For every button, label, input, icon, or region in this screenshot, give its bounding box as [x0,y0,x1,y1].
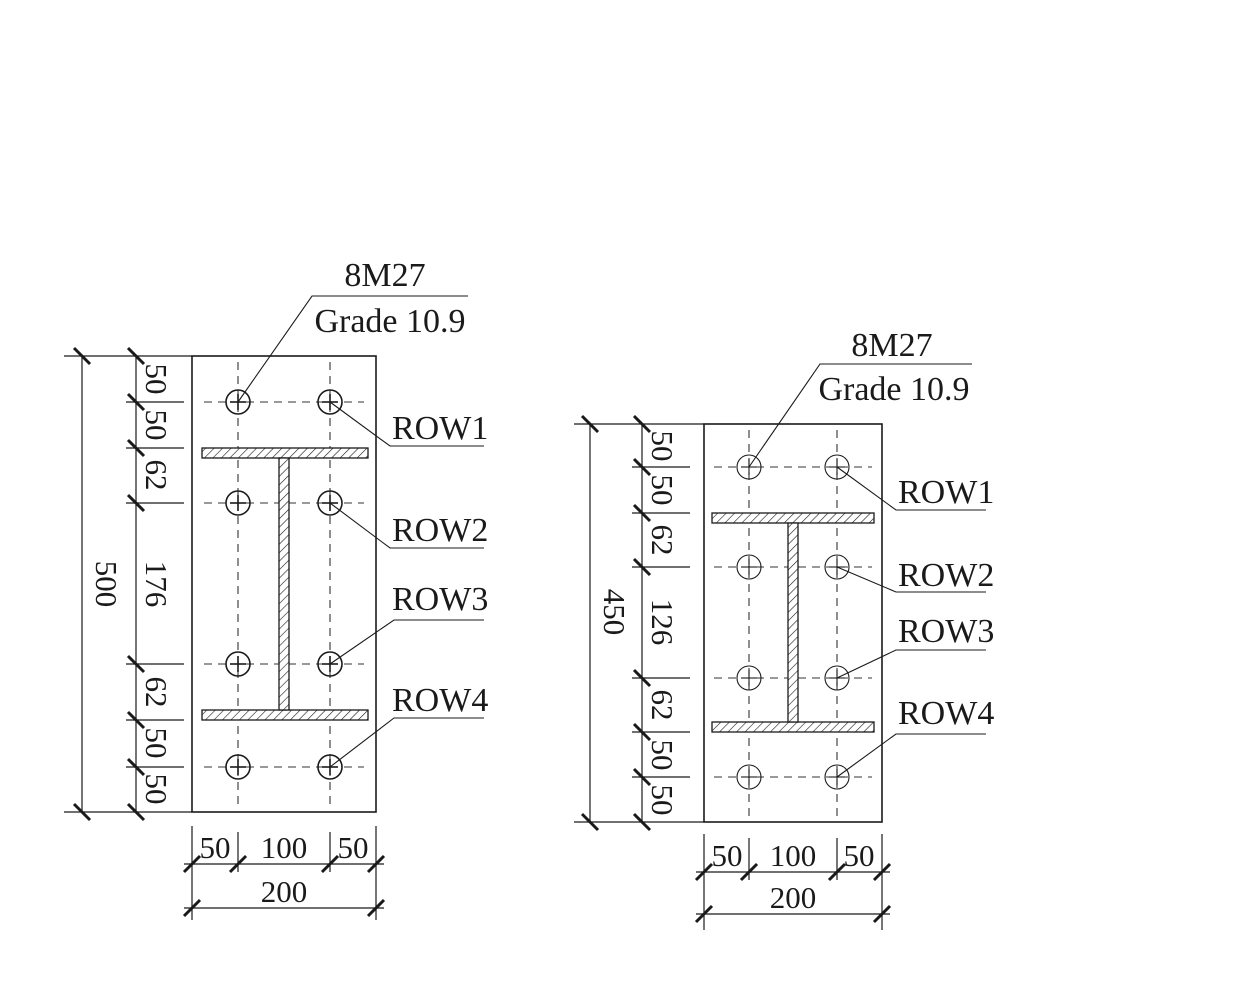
right-dim-h1: 50 [712,838,743,873]
left-i-beam-section [201,447,369,721]
right-dim-v5: 62 [645,690,680,721]
right-dim-v7: 50 [645,785,680,816]
bolt-hole-icon [736,764,762,790]
right-dim-v6: 50 [645,740,680,771]
right-bolt-holes [736,454,850,790]
right-total-width: 200 [770,880,817,915]
left-bolt-spec: 8M27 [344,257,425,294]
right-bolt-spec: 8M27 [851,327,932,364]
right-total-height: 450 [597,589,632,636]
left-dim-v4: 176 [139,561,174,608]
right-endplate-detail: 8M27 Grade 10.9 ROW1 ROW2 ROW3 ROW4 450 [574,327,994,930]
left-dim-v1: 50 [139,364,174,395]
left-dim-h3: 50 [338,830,369,865]
left-row1-label: ROW1 [392,410,488,447]
left-dim-h2: 100 [261,830,308,865]
right-bolt-spec-callout: 8M27 Grade 10.9 [748,327,972,468]
right-dim-v1: 50 [645,431,680,462]
left-dim-v6: 50 [139,728,174,759]
right-vertical-dimensions: 450 50 50 62 126 62 50 50 [574,414,704,832]
left-total-height: 500 [89,561,124,608]
right-row-callouts: ROW1 ROW2 ROW3 ROW4 [836,466,994,778]
right-dim-h3: 50 [844,838,875,873]
left-endplate-detail: 8M27 Grade 10.9 ROW1 ROW2 ROW3 ROW4 500 [64,257,488,920]
bolt-hole-icon [225,754,251,780]
left-dim-v3: 62 [139,460,174,491]
bolt-hole-icon [225,651,251,677]
bolt-hole-icon [736,665,762,691]
right-i-beam-section [711,512,875,733]
right-dim-h2: 100 [770,838,817,873]
right-dim-v3: 62 [645,525,680,556]
left-dim-v2: 50 [139,410,174,441]
right-row3-label: ROW3 [898,613,994,650]
right-row2-label: ROW2 [898,557,994,594]
right-top-flange [711,512,875,524]
left-row-callouts: ROW1 ROW2 ROW3 ROW4 [329,401,488,768]
right-row4-label: ROW4 [898,695,994,732]
left-dim-v5: 62 [139,677,174,708]
right-bottom-flange [711,721,875,733]
left-total-width: 200 [261,874,308,909]
left-bolt-spec-callout: 8M27 Grade 10.9 [237,257,468,403]
left-row2-label: ROW2 [392,512,488,549]
left-dim-v7: 50 [139,774,174,805]
left-web [278,457,290,711]
left-vertical-dimensions: 500 50 50 62 176 62 50 50 [64,346,192,822]
left-row3-label: ROW3 [392,581,488,618]
right-dim-v2: 50 [645,475,680,506]
left-top-flange [201,447,369,459]
right-bolt-grade: Grade 10.9 [818,371,969,408]
right-horizontal-dimensions: 50 100 50 200 [694,834,892,930]
bolt-hole-icon [225,490,251,516]
left-bottom-flange [201,709,369,721]
left-row4-label: ROW4 [392,682,488,719]
right-row1-label: ROW1 [898,474,994,511]
right-bolt-centerlines [714,430,872,816]
right-dim-v4: 126 [645,599,680,646]
left-dim-h1: 50 [200,830,231,865]
bolt-hole-icon [736,554,762,580]
left-horizontal-dimensions: 50 100 50 200 [182,826,386,920]
left-bolt-grade: Grade 10.9 [314,303,465,340]
right-web [787,522,799,723]
